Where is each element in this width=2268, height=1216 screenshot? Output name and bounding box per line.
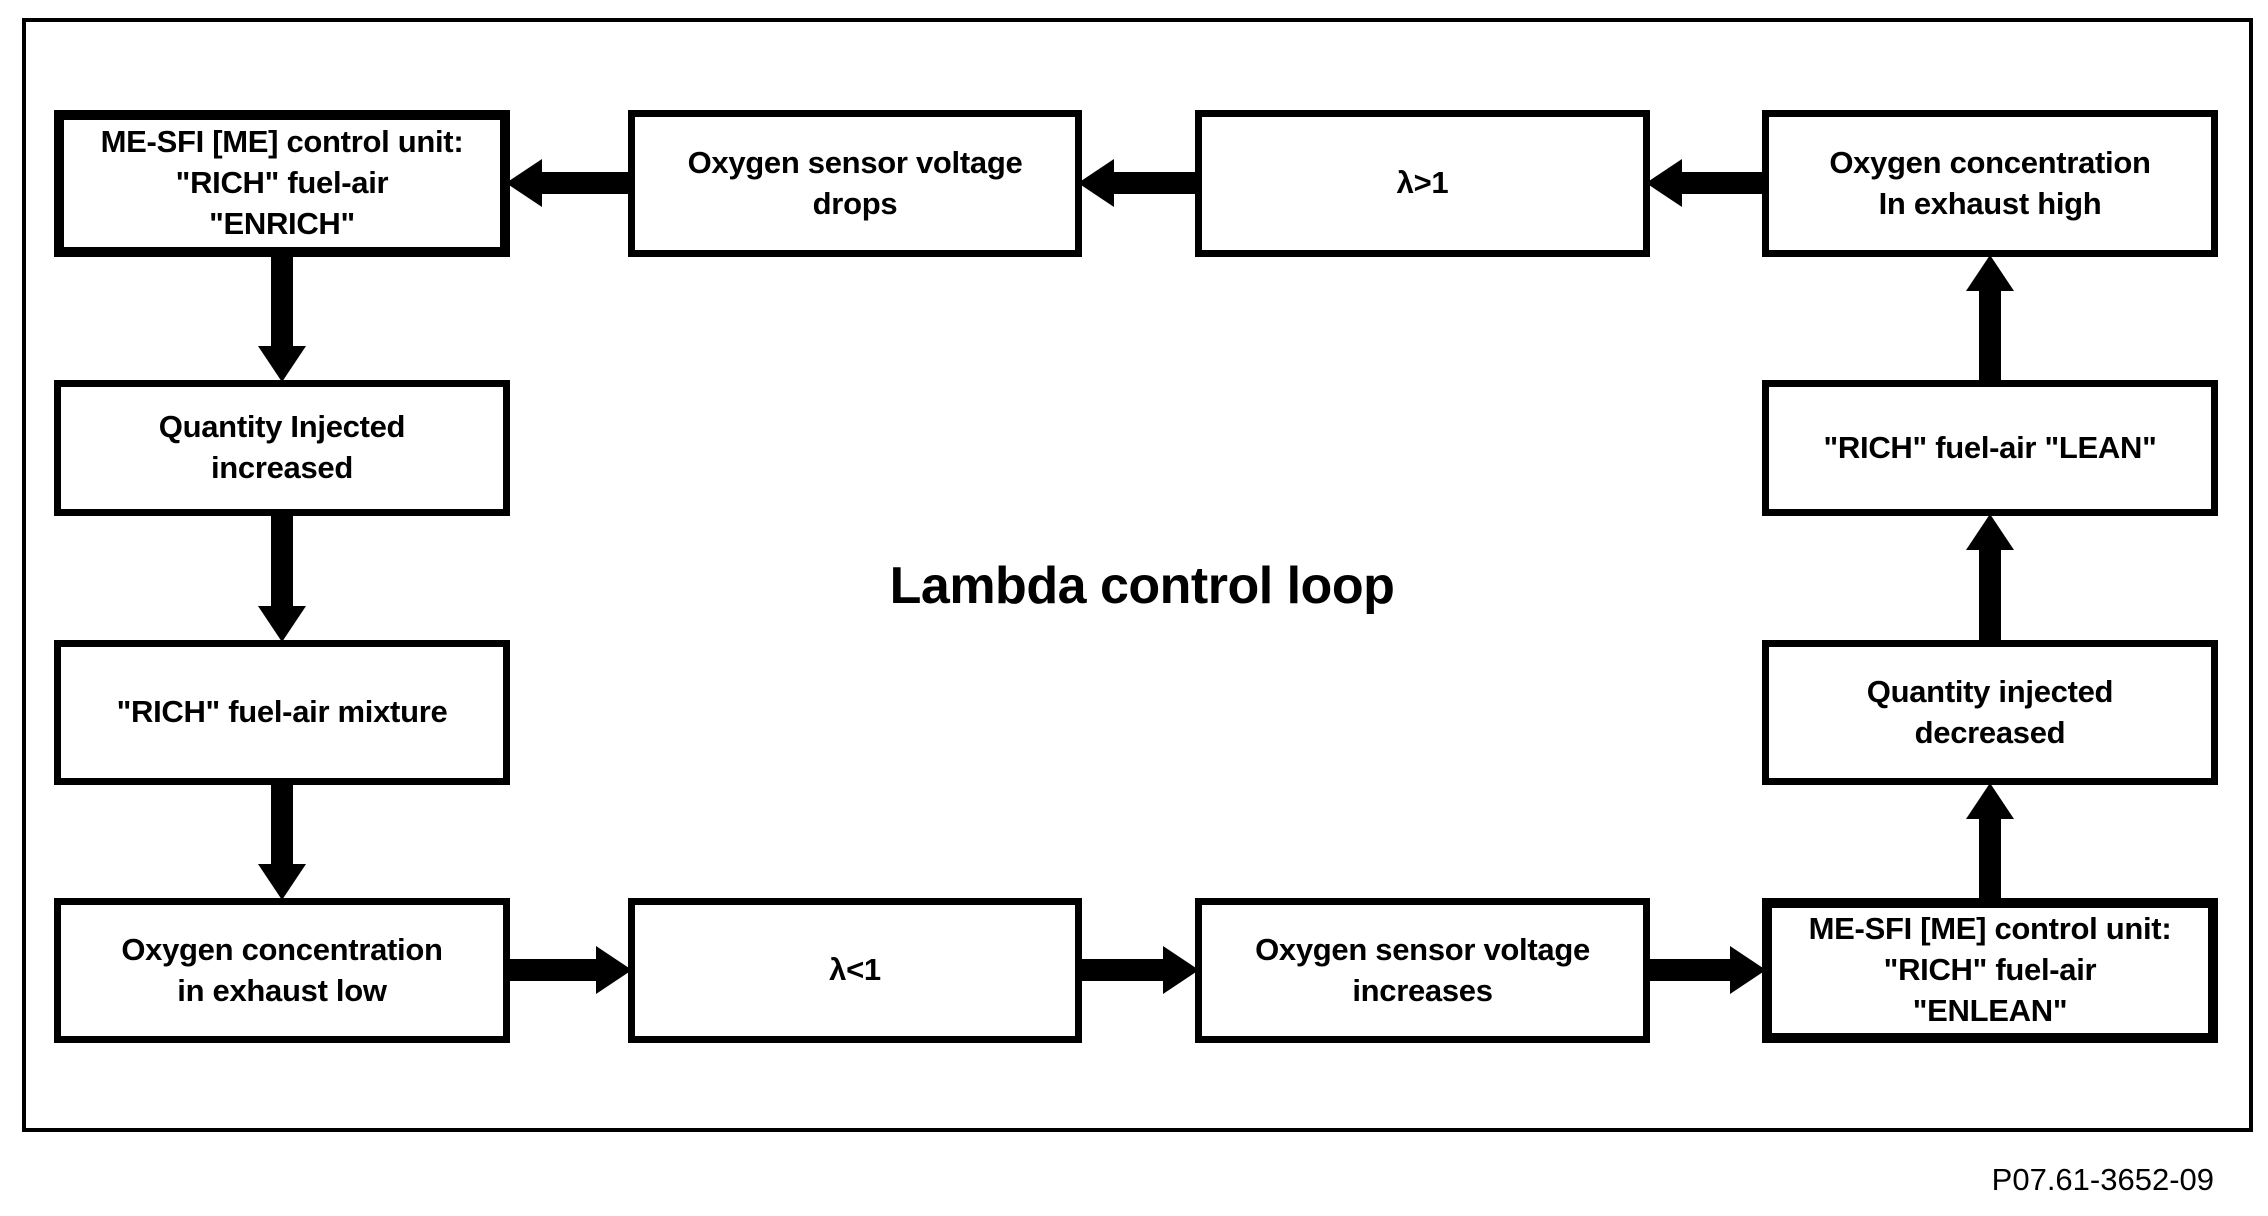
- arrow-qty-increased-to-rich-mixture-icon: [258, 514, 306, 642]
- box-me-sfi-enrich: ME-SFI [ME] control unit: "RICH" fuel-ai…: [54, 110, 510, 257]
- arrow-me-enrich-to-qty-increased-icon: [258, 255, 306, 382]
- arrow-shaft: [1646, 959, 1730, 981]
- arrowhead-right-icon: [1163, 946, 1199, 994]
- box-oxygen-sensor-voltage-increases: Oxygen sensor voltage increases: [1195, 898, 1650, 1043]
- arrow-shaft: [1979, 291, 2001, 382]
- arrowhead-left-icon: [506, 159, 542, 207]
- arrow-voltage-drops-to-me-enrich-icon: [506, 159, 632, 207]
- arrow-shaft: [1979, 550, 2001, 642]
- box-lambda-gt-1: λ>1: [1195, 110, 1650, 257]
- arrowhead-down-icon: [258, 864, 306, 900]
- arrow-rich-mixture-to-conc-low-icon: [258, 783, 306, 900]
- arrowhead-up-icon: [1966, 783, 2014, 819]
- box-oxygen-sensor-voltage-drops: Oxygen sensor voltage drops: [628, 110, 1082, 257]
- box-quantity-injected-increased: Quantity Injected increased: [54, 380, 510, 516]
- box-me-sfi-enlean: ME-SFI [ME] control unit: "RICH" fuel-ai…: [1762, 898, 2218, 1043]
- arrow-rich-lean-to-conc-high-icon: [1966, 255, 2014, 382]
- arrow-shaft: [271, 514, 293, 606]
- arrow-shaft: [506, 959, 596, 981]
- box-quantity-injected-decreased: Quantity injected decreased: [1762, 640, 2218, 785]
- box-rich-fuel-air-mixture: "RICH" fuel-air mixture: [54, 640, 510, 785]
- arrow-lambda-lt-1-to-voltage-increases-icon: [1078, 946, 1199, 994]
- diagram-border-frame: [22, 18, 2253, 1132]
- arrow-shaft: [1078, 959, 1163, 981]
- arrowhead-left-icon: [1646, 159, 1682, 207]
- figure-code-label: P07.61-3652-09: [1991, 1162, 2214, 1197]
- arrowhead-up-icon: [1966, 514, 2014, 550]
- arrowhead-left-icon: [1078, 159, 1114, 207]
- arrowhead-up-icon: [1966, 255, 2014, 291]
- arrowhead-down-icon: [258, 346, 306, 382]
- box-lambda-lt-1: λ<1: [628, 898, 1082, 1043]
- arrow-shaft: [1114, 172, 1199, 194]
- arrow-shaft: [1979, 819, 2001, 900]
- arrowhead-right-icon: [1730, 946, 1766, 994]
- arrow-lambda-gt-1-to-voltage-drops-icon: [1078, 159, 1199, 207]
- box-rich-fuel-air-lean: "RICH" fuel-air "LEAN": [1762, 380, 2218, 516]
- arrow-voltage-increases-to-me-enlean-icon: [1646, 946, 1766, 994]
- arrow-conc-low-to-lambda-lt-1-icon: [506, 946, 632, 994]
- box-oxygen-concentration-high: Oxygen concentration In exhaust high: [1762, 110, 2218, 257]
- arrow-conc-high-to-lambda-gt-1-icon: [1646, 159, 1766, 207]
- arrow-shaft: [271, 783, 293, 864]
- arrow-qty-decreased-to-rich-lean-icon: [1966, 514, 2014, 642]
- diagram-title: Lambda control loop: [889, 557, 1395, 615]
- arrowhead-right-icon: [596, 946, 632, 994]
- arrow-shaft: [271, 255, 293, 346]
- arrowhead-down-icon: [258, 606, 306, 642]
- arrow-shaft: [1682, 172, 1766, 194]
- arrow-shaft: [542, 172, 632, 194]
- arrow-me-enlean-to-qty-decreased-icon: [1966, 783, 2014, 900]
- box-oxygen-concentration-low: Oxygen concentration in exhaust low: [54, 898, 510, 1043]
